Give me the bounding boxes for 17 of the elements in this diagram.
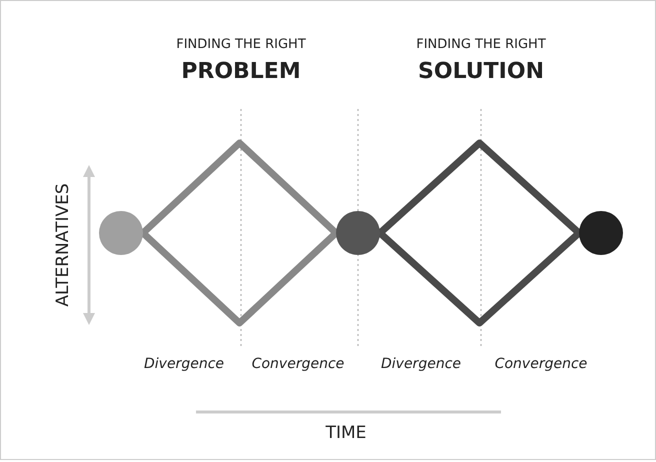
- phase-label: Divergence: [381, 356, 461, 372]
- phase-heading: PROBLEM: [181, 59, 301, 84]
- phase-subheading: FINDING THE RIGHT: [416, 37, 546, 52]
- stage-dot: [99, 211, 143, 255]
- stage-dot: [336, 211, 380, 255]
- diamond-line: [140, 230, 338, 326]
- diamond-line: [378, 230, 582, 326]
- diamond-line: [378, 140, 582, 236]
- axis-label: ALTERNATIVES: [53, 183, 73, 307]
- phase-subheading: FINDING THE RIGHT: [176, 37, 306, 52]
- stage-dot: [579, 211, 623, 255]
- phase-heading: SOLUTION: [418, 59, 544, 84]
- diamond-line: [140, 140, 338, 236]
- axis-label: TIME: [326, 423, 366, 443]
- phase-label: Convergence: [494, 356, 588, 372]
- phase-label: Divergence: [144, 356, 224, 372]
- phase-label: Convergence: [252, 356, 344, 372]
